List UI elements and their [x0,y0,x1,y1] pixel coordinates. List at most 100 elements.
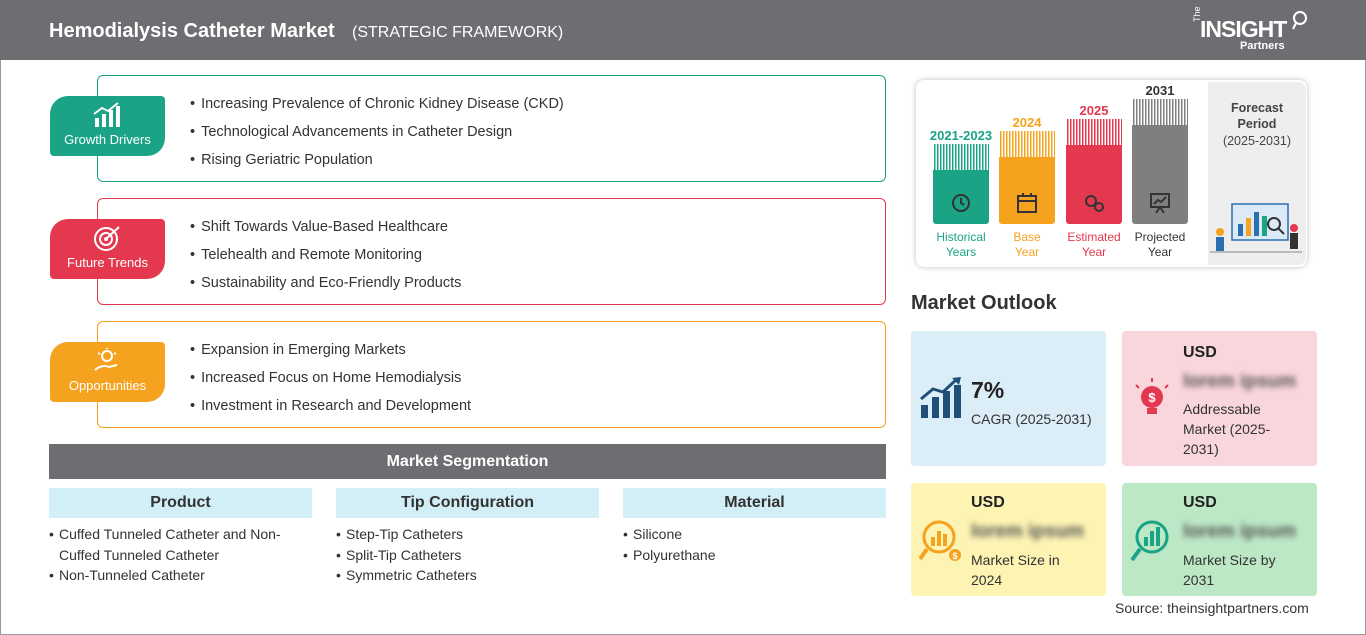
logo-insight-text: INSIGHT [1200,16,1287,42]
gears-icon [1085,195,1104,212]
badge-label: Growth Drivers [64,132,151,147]
list-item: Silicone [623,524,886,545]
bar-year-label: 2021-2023 [929,128,993,143]
caption-line: Years [945,245,977,259]
segment-title: Tip Configuration [336,488,599,518]
label-line: Addressable [1183,401,1261,417]
cagr-value: 7% [971,377,1005,403]
segment-title: Product [49,488,312,518]
timeline-bar [933,144,989,224]
label-line: Market Size in [971,552,1060,568]
list-item: Increasing Prevalence of Chronic Kidney … [190,95,564,123]
opportunities-box: Expansion in Emerging Markets Increased … [97,321,886,428]
caption-line: Base [1013,230,1041,244]
caption-line: Year [1147,245,1173,259]
label-line: Market (2025- [1183,421,1271,437]
caption-line: Historical [936,230,986,244]
list-item: Sustainability and Eco-Friendly Products [190,274,461,302]
svg-text:$: $ [1148,390,1156,405]
page-title: Hemodialysis Catheter Market [49,20,335,42]
bar-stripes [1000,131,1055,157]
bar-body [1066,145,1122,224]
segment-list: Step-Tip Catheters Split-Tip Catheters S… [336,524,599,586]
timeline-bar [1066,119,1122,224]
calendar-icon [1017,193,1037,213]
list-item: Expansion in Emerging Markets [190,341,471,369]
list-item: Investment in Research and Development [190,397,471,425]
timeline-bar [999,131,1055,224]
bar-stripes [934,144,989,170]
list-item: Symmetric Catheters [336,565,599,586]
growth-drivers-box: Increasing Prevalence of Chronic Kidney … [97,75,886,182]
growth-chart-icon [93,102,120,127]
presentation-board-icon [1150,193,1170,214]
lightbulb-hand-icon [94,348,118,371]
caption-line: Estimated [1067,230,1121,244]
addressable-label: Addressable Market (2025- 2031) [1183,399,1270,459]
list-item: Telehealth and Remote Monitoring [190,246,461,274]
analyst-dashboard-icon [1210,203,1302,253]
bar-year-label: 2031 [1145,83,1175,98]
opportunities-badge: Opportunities [50,342,165,402]
segment-product: Product Cuffed Tunneled Catheter and Non… [49,488,312,586]
magnifier-growth-icon [1130,520,1169,562]
caption-line: Year [1014,245,1040,259]
segment-material: Material Silicone Polyurethane [623,488,886,565]
dollar-bulb-icon: $ [1135,378,1169,414]
market-2031-label: Market Size by 2031 [1183,550,1276,590]
cagr-label: CAGR (2025-2031) [971,411,1092,427]
svg-text:$: $ [952,551,957,561]
label-line: Market Size by [1183,552,1276,568]
bar-stripes [1133,99,1188,125]
addressable-currency: USD [1183,344,1217,361]
list-item: Rising Geriatric Population [190,151,564,179]
badge-label: Future Trends [67,255,148,270]
badge-label: Opportunities [68,378,147,393]
market-outlook-title: Market Outlook [911,292,1057,314]
header-bar: Hemodialysis Catheter Market (STRATEGIC … [0,0,1366,60]
market-2024-label: Market Size in 2024 [971,550,1060,590]
caption-line: Projected [1134,230,1186,244]
growth-drivers-badge: Growth Drivers [50,96,165,156]
source-credit[interactable]: Source: theinsightpartners.com [1115,600,1309,616]
list-item: Cuffed Tunneled Catheter and Non-Cuffed … [49,524,312,565]
bar-year-label: 2025 [1079,103,1109,118]
segment-title: Material [623,488,886,518]
bar-body [933,170,989,224]
bar-stripes [1067,119,1122,145]
addressable-value: lorem ipsum [1183,371,1296,392]
target-icon [94,226,120,251]
insight-partners-logo[interactable]: The INSIGHT Partners [1192,6,1312,54]
rising-chart-icon [920,377,961,418]
market-2024-value: lorem ipsum [971,521,1084,542]
logo-partners-text: Partners [1240,40,1285,52]
market-2031-currency: USD [1183,494,1217,511]
label-line: 2024 [971,572,1003,588]
market-2031-value: lorem ipsum [1183,521,1296,542]
page-subtitle: (STRATEGIC FRAMEWORK) [352,24,564,41]
future-trends-list: Shift Towards Value-Based Healthcare Tel… [190,218,461,302]
opportunities-list: Expansion in Emerging Markets Increased … [190,341,471,425]
segment-list: Cuffed Tunneled Catheter and Non-Cuffed … [49,524,312,586]
market-size-2031-card: USD lorem ipsum Market Size by 2031 [1122,483,1317,596]
growth-drivers-list: Increasing Prevalence of Chronic Kidney … [190,95,564,179]
logo-signal-icon [1292,11,1307,30]
list-item: Shift Towards Value-Based Healthcare [190,218,461,246]
market-segmentation-header: Market Segmentation [49,444,886,479]
timeline-bar [1132,99,1188,224]
market-size-2024-card: $ USD lorem ipsum Market Size in 2024 [911,483,1106,596]
list-item: Increased Focus on Home Hemodialysis [190,369,471,397]
addressable-market-card: $ USD lorem ipsum Addressable Market (20… [1122,331,1317,466]
forecast-years: (2025-2031) [1222,134,1292,148]
label-line: 2031) [1183,441,1219,457]
cagr-card: 7% CAGR (2025-2031) [911,331,1106,466]
future-trends-badge: Future Trends [50,219,165,279]
segment-list: Silicone Polyurethane [623,524,886,565]
future-trends-box: Shift Towards Value-Based Healthcare Tel… [97,198,886,305]
history-clock-icon [952,194,970,212]
market-2024-currency: USD [971,494,1005,511]
